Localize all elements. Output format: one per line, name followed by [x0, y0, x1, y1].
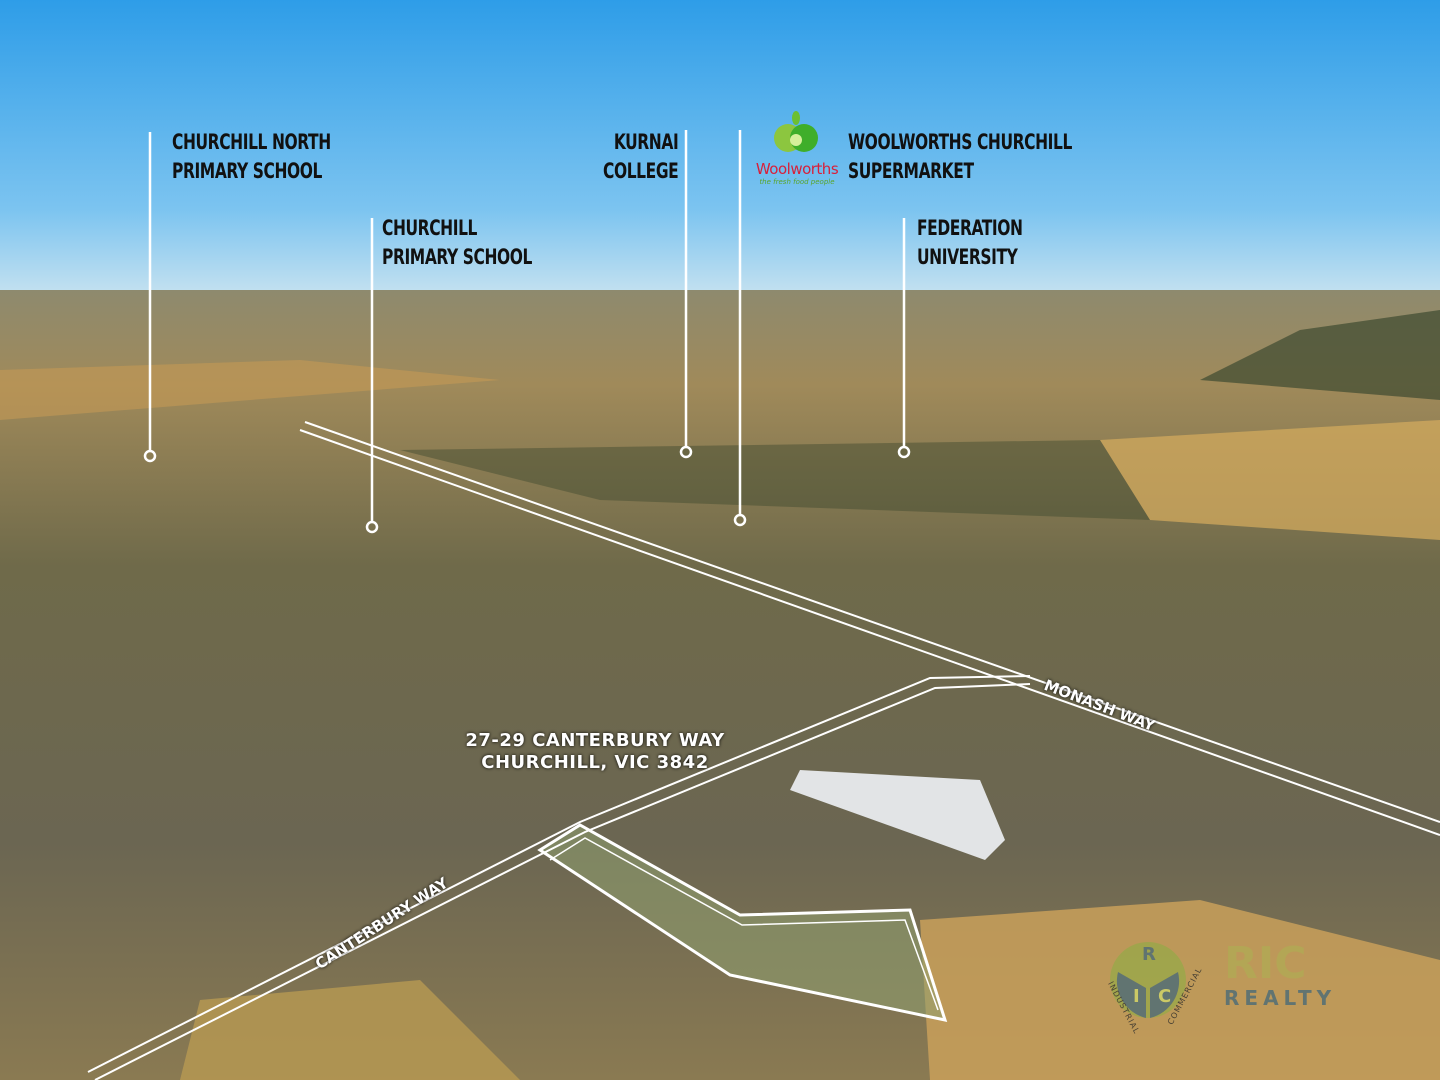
monash-way-line: [304, 421, 1440, 823]
forest: [1200, 310, 1440, 400]
retention-basin: [790, 770, 1005, 860]
trees: [400, 440, 1150, 520]
woolworths-logo: Woolworths the fresh food people: [755, 160, 839, 186]
property-boundary: [537, 823, 948, 1022]
paddock: [180, 980, 520, 1080]
canterbury-way-line: [94, 683, 1031, 1080]
canterbury-way-line: [87, 675, 1031, 1073]
paddock: [0, 360, 500, 420]
sky: [0, 0, 1440, 300]
ric-logo-icon: [1110, 942, 1186, 1018]
paddock: [1100, 420, 1440, 540]
pin-lines: [143, 130, 911, 534]
ric-realty-watermark: R I C INDUSTRIAL COMMERCIAL RIC REALTY: [1106, 938, 1337, 1036]
woolworths-apple-icon: [774, 111, 818, 152]
monash-way-line: [299, 429, 1440, 836]
subject-property: [540, 825, 945, 1020]
